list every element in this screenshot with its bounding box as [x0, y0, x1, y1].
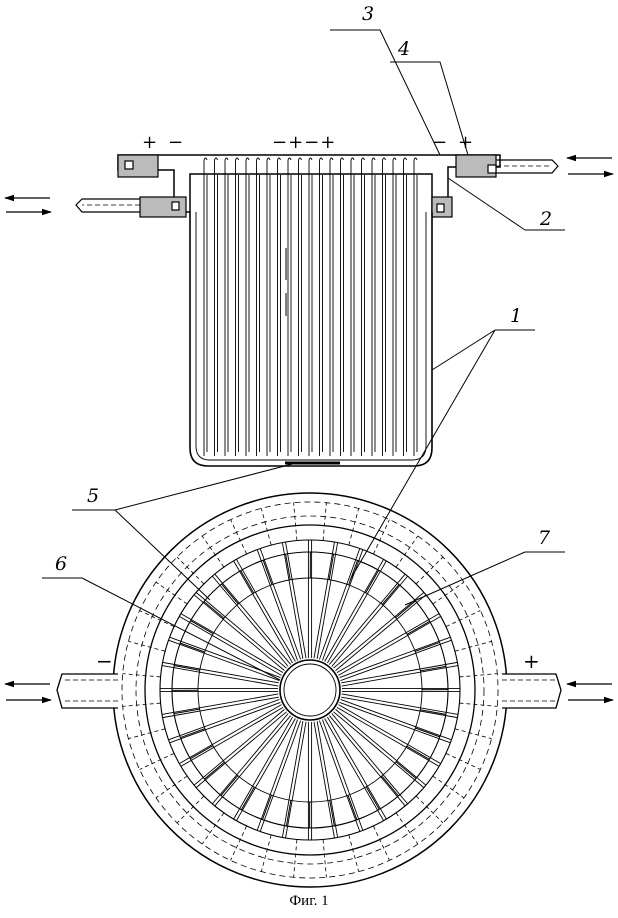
central-tube — [280, 660, 340, 720]
polarity-top-left-plus: + — [142, 132, 157, 153]
polarity-top-center: −+−+ — [272, 132, 336, 153]
radial-dash — [294, 839, 297, 877]
polarity-bottom-right: + — [523, 649, 540, 673]
plate-top — [383, 158, 386, 160]
radial-dash — [373, 826, 389, 860]
spacer-blocks — [172, 552, 448, 828]
plate-top — [246, 158, 249, 160]
radial-plate — [342, 666, 458, 686]
plate-top — [362, 158, 365, 160]
radial-dash — [128, 729, 165, 739]
plate-top — [257, 158, 260, 160]
radial-plate — [317, 721, 337, 837]
radial-plate — [163, 697, 279, 717]
radial-plate — [314, 722, 334, 838]
radial-dash — [140, 753, 174, 769]
radial-dash — [261, 835, 271, 872]
plate-top — [299, 158, 302, 160]
radial-plate — [282, 543, 302, 659]
radial-dash — [231, 826, 247, 860]
polarity-top-left-minus: − — [168, 132, 183, 153]
callout-2: 2 — [539, 208, 552, 230]
radial-dash — [294, 503, 297, 541]
plate-top — [204, 158, 207, 160]
radial-dash — [323, 503, 326, 541]
radial-dash — [416, 557, 443, 584]
radial-dash — [416, 796, 443, 823]
left-insulator — [118, 155, 158, 177]
radial-plate — [286, 542, 306, 658]
plan-right-pipe — [502, 674, 561, 708]
left-pipe — [76, 199, 140, 212]
polarity-top-right-plus: + — [458, 132, 473, 153]
radial-dash — [446, 753, 480, 769]
radial-dash — [373, 520, 389, 554]
plate-top — [236, 158, 239, 160]
radial-dash — [459, 674, 497, 677]
radial-plate — [341, 662, 457, 682]
radial-plate — [162, 666, 278, 686]
callout-5: 5 — [87, 485, 99, 507]
plate-top — [341, 158, 344, 160]
radial-dash — [177, 557, 204, 584]
polarity-bottom-left: − — [96, 649, 113, 673]
radial-dash — [446, 611, 480, 627]
plate-top — [330, 158, 333, 160]
radial-dash — [123, 674, 161, 677]
radial-plate — [341, 697, 457, 717]
radial-dash — [323, 839, 326, 877]
plate-top — [372, 158, 375, 160]
radial-dash — [349, 508, 359, 545]
radial-plates — [160, 540, 460, 840]
plate-top — [351, 158, 354, 160]
plate-top — [225, 158, 228, 160]
plan-view — [57, 493, 561, 887]
plan-left-pipe — [57, 674, 118, 708]
plate-top — [320, 158, 323, 160]
right-pipe — [496, 160, 558, 173]
radial-plate — [282, 721, 302, 837]
plate-top — [393, 158, 396, 160]
callout-3: 3 — [362, 3, 374, 25]
radial-dash — [123, 703, 161, 706]
radial-dash — [128, 641, 165, 651]
plate-top — [288, 158, 291, 160]
callout-1: 1 — [510, 305, 522, 327]
radial-dash — [261, 508, 271, 545]
callout-4: 4 — [397, 38, 410, 60]
radial-plate — [314, 542, 334, 658]
electrode-plates — [204, 158, 417, 456]
leader-lines — [42, 30, 565, 680]
radial-dash — [231, 520, 247, 554]
plate-top — [309, 158, 312, 160]
radial-dash — [455, 729, 492, 739]
radial-plate — [163, 662, 279, 682]
side-view — [76, 155, 558, 466]
radial-dash — [177, 796, 204, 823]
callout-7: 7 — [538, 527, 551, 549]
plate-top — [278, 158, 281, 160]
radial-plate — [342, 694, 458, 714]
radial-dash — [140, 611, 174, 627]
plate-top — [215, 158, 218, 160]
radial-dash — [455, 641, 492, 651]
plate-top — [267, 158, 270, 160]
radial-dash — [349, 835, 359, 872]
radial-plate — [286, 722, 306, 838]
radial-plate — [162, 694, 278, 714]
figure-caption: Фиг. 1 — [0, 893, 618, 910]
radial-plate — [317, 543, 337, 659]
callout-6: 6 — [55, 553, 67, 575]
radial-dash — [459, 703, 497, 706]
plate-top — [414, 158, 417, 160]
plate-top — [404, 158, 407, 160]
